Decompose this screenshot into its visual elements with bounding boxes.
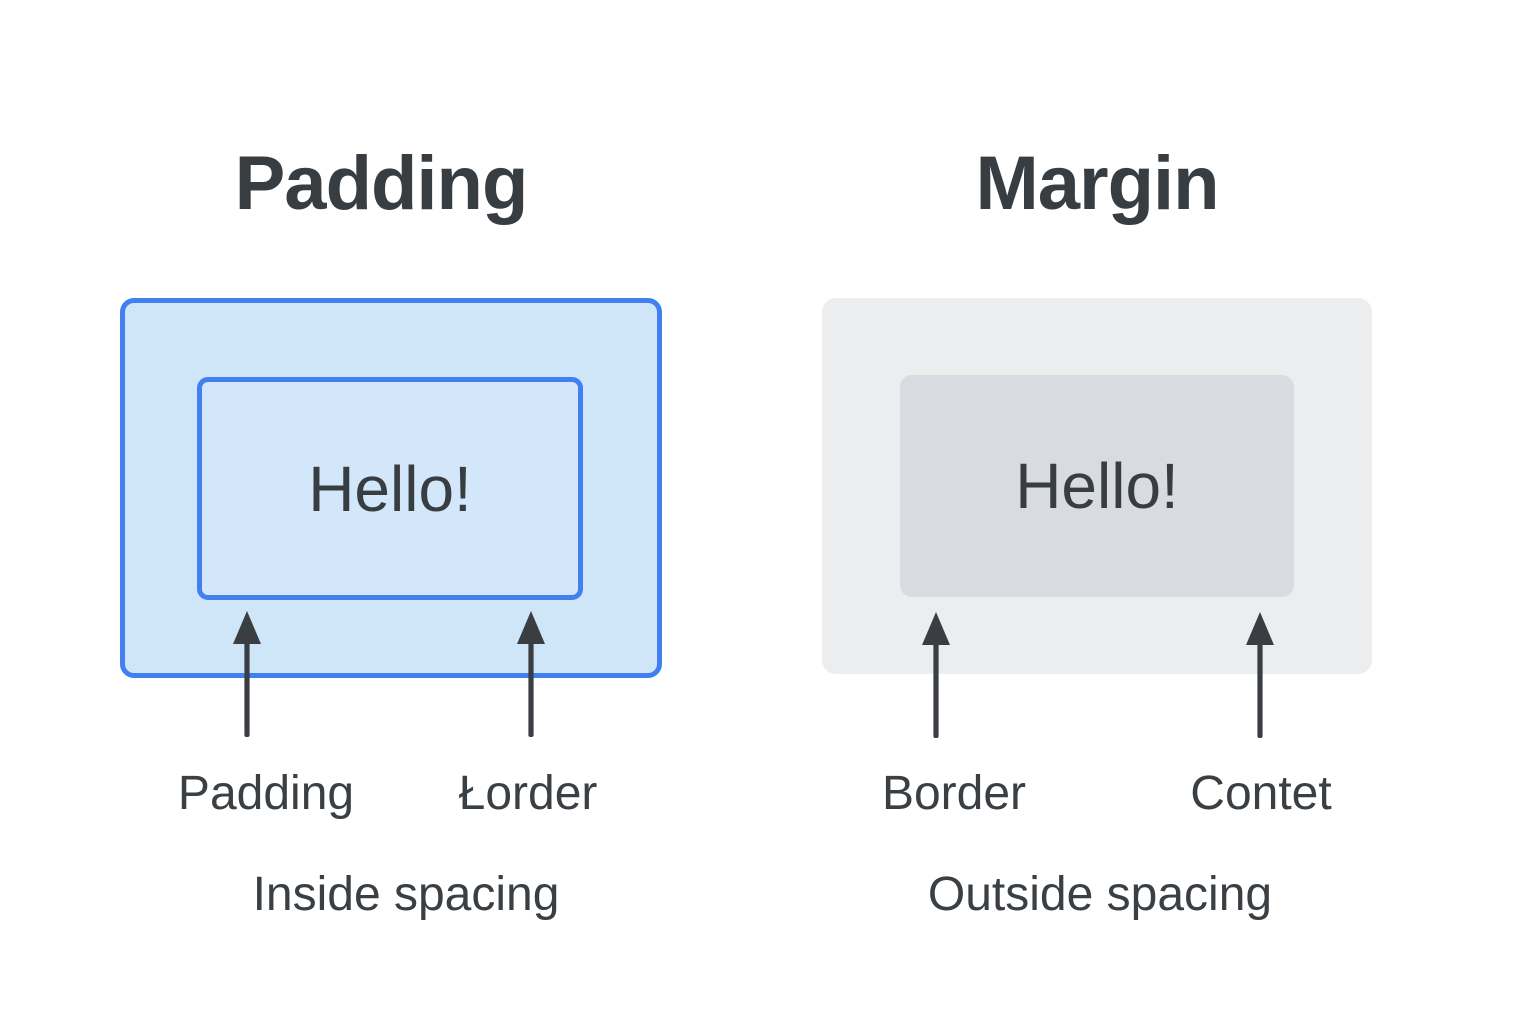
border-arrow-label: Border <box>881 767 1027 820</box>
margin-hello-text: Hello! <box>1015 450 1179 522</box>
padding-arrow-label: Padding <box>177 767 355 820</box>
arrow-up-icon <box>1245 612 1275 738</box>
margin-inner-box: Hello! <box>900 375 1294 597</box>
margin-caption: Outside spacing <box>927 868 1273 921</box>
padding-caption: Inside spacing <box>252 868 560 921</box>
padding-title: Padding <box>234 141 529 226</box>
padding-inner-box: Hello! <box>197 377 583 600</box>
margin-title: Margin <box>975 141 1219 226</box>
arrow-up-icon <box>921 612 951 738</box>
content-arrow-label-typo: Contet <box>1190 767 1332 820</box>
arrow-up-icon <box>516 611 546 737</box>
border-arrow-label-typo: Łorder <box>458 767 598 820</box>
padding-hello-text: Hello! <box>308 452 472 525</box>
arrow-up-icon <box>232 611 262 737</box>
